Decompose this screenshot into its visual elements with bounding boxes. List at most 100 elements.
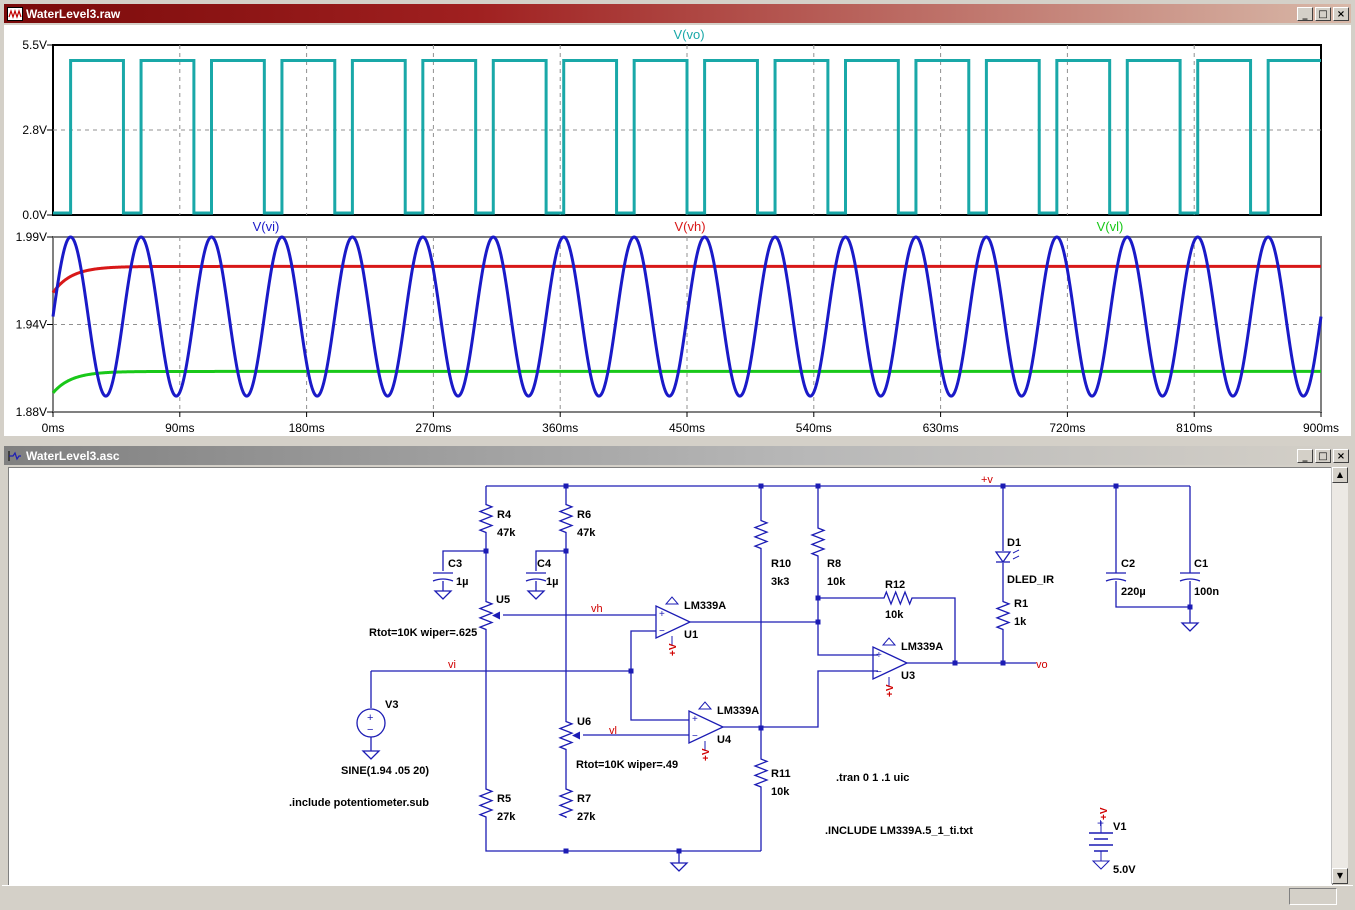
params-U5: Rtot=10K wiper=.625 — [369, 627, 477, 639]
resistor-R4 — [478, 486, 494, 551]
capacitor-C2-plate2 — [1105, 578, 1127, 582]
waveform-titlebar[interactable]: WaterLevel3.raw _ □ × — [4, 4, 1351, 23]
diode-icon — [994, 551, 1012, 564]
junction-dot — [563, 483, 569, 489]
maximize-button[interactable]: □ — [1315, 6, 1331, 21]
supply-pin-icon — [664, 596, 680, 605]
wire — [630, 630, 656, 671]
maximize-button[interactable]: □ — [1315, 448, 1331, 463]
value-C3: 1µ — [456, 576, 468, 588]
capacitor-C3-plate2 — [432, 578, 454, 582]
x-tick-label: 90ms — [165, 421, 194, 435]
value-C2: 220µ — [1121, 586, 1146, 598]
junction-dot — [952, 660, 958, 666]
plus-sign: + — [1097, 816, 1104, 830]
net-label-vi: vi — [448, 659, 456, 671]
trace-vh — [51, 264, 1321, 294]
comparator-model: LM339A — [901, 641, 943, 653]
y-tick-label: 1.94V — [16, 318, 47, 332]
value-D1: DLED_IR — [1007, 574, 1054, 586]
net-label-pos: +v — [981, 474, 993, 486]
minimize-button[interactable]: _ — [1297, 448, 1313, 463]
ground-icon — [433, 590, 453, 600]
plus-sign: + — [367, 712, 373, 724]
minimize-button[interactable]: _ — [1297, 6, 1313, 21]
value-C1: 100n — [1194, 586, 1219, 598]
status-panel — [1289, 888, 1337, 905]
supply-label: +V — [701, 748, 712, 761]
wire — [817, 598, 878, 656]
resistor-R11 — [753, 728, 769, 818]
directive-tran: .tran 0 1 .1 uic — [836, 772, 909, 784]
supply-label: +V — [1099, 807, 1110, 820]
x-tick-label: 180ms — [289, 421, 325, 435]
junction-dot — [1187, 604, 1193, 610]
comparator-icon — [872, 645, 909, 681]
value-R5: 27k — [497, 811, 516, 823]
x-tick-label: 720ms — [1049, 421, 1085, 435]
value-R1: 1k — [1014, 616, 1027, 628]
schematic-icon — [8, 450, 21, 461]
legend-vi: V(vi) — [253, 219, 280, 234]
waveform-svg[interactable]: 5.5V2.8V0.0VV(vo) 1.99V1.94V1.88VV(vi)V(… — [4, 25, 1351, 436]
comparator-model: LM339A — [684, 600, 726, 612]
comparator-name: U3 — [901, 670, 915, 682]
x-tick-label: 540ms — [796, 421, 832, 435]
plot-pane-vo[interactable]: 5.5V2.8V0.0VV(vo) — [22, 27, 1322, 222]
x-tick-label: 810ms — [1176, 421, 1212, 435]
wire-c3 — [442, 550, 486, 571]
minus-sign: − — [367, 724, 373, 736]
pot-U6-wiper-arrow — [572, 731, 580, 740]
resistor-R5 — [478, 788, 494, 818]
legend-vl: V(vl) — [1097, 219, 1124, 234]
ground-icon — [526, 590, 546, 600]
supply-pin-icon — [881, 637, 897, 646]
label-V3: V3 — [385, 699, 398, 711]
resistor-R6 — [558, 486, 574, 551]
x-tick-label: 360ms — [542, 421, 578, 435]
resistor-R12 — [873, 590, 923, 606]
y-tick-label: 5.5V — [22, 38, 47, 52]
x-tick-label: 450ms — [669, 421, 705, 435]
resistor-R1 — [995, 598, 1011, 633]
junction-dot — [815, 619, 821, 625]
value-V3: SINE(1.94 .05 20) — [341, 765, 429, 777]
waveform-window-title: WaterLevel3.raw — [26, 6, 121, 21]
label-R8: R8 — [827, 558, 841, 570]
scroll-down-icon[interactable]: ▼ — [1332, 868, 1348, 884]
pot-U6 — [558, 718, 574, 753]
junction-dot — [563, 848, 569, 854]
label-C4: C4 — [537, 558, 552, 570]
ground-icon — [1180, 622, 1200, 632]
close-button[interactable]: × — [1333, 6, 1349, 21]
close-button[interactable]: × — [1333, 448, 1349, 463]
value-R10: 3k3 — [771, 576, 789, 588]
vertical-scrollbar[interactable]: ▲ ▼ — [1331, 467, 1348, 884]
plus-pin: + — [876, 650, 882, 661]
label-R1: R1 — [1014, 598, 1028, 610]
schematic-svg[interactable]: +−LM339AU1+V+−+−LM339AU4+V+−LM339AU3+V++… — [9, 468, 1332, 885]
minus-pin: − — [876, 667, 882, 678]
label-R12: R12 — [885, 579, 905, 591]
led-rays-icon — [1012, 549, 1020, 560]
trace-vl — [51, 369, 1321, 394]
value-R11: 10k — [771, 786, 790, 798]
scroll-up-icon[interactable]: ▲ — [1332, 467, 1348, 483]
label-C3: C3 — [448, 558, 462, 570]
ground-icon — [1091, 860, 1111, 870]
value-C4: 1µ — [546, 576, 558, 588]
trace-vo — [53, 58, 1321, 215]
supply-pin-icon — [697, 701, 713, 710]
comparator-name: U1 — [684, 629, 698, 641]
capacitor-C4-plate2 — [525, 578, 547, 582]
y-tick-label: 0.0V — [22, 208, 47, 222]
legend-vo: V(vo) — [673, 27, 704, 42]
waveform-icon — [7, 6, 23, 21]
directive-include-lm: .INCLUDE LM339A.5_1_ti.txt — [825, 825, 973, 837]
schematic-titlebar[interactable]: WaterLevel3.asc _ □ × — [4, 446, 1351, 465]
